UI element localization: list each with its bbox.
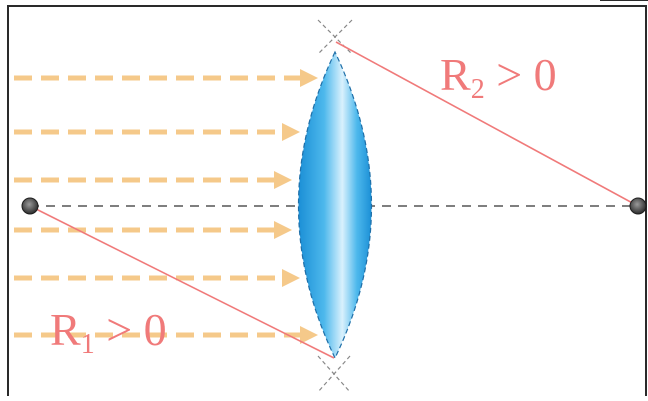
lens-top-cross-mark [317, 19, 353, 55]
radius-line-r1 [29, 205, 335, 359]
incident-ray [14, 269, 300, 287]
ray-arrowhead-icon [282, 269, 300, 287]
ray-arrowhead-icon [274, 221, 292, 239]
biconvex-lens [298, 50, 372, 360]
curvature-center-dot-left [21, 197, 39, 215]
incident-ray [14, 326, 318, 344]
incident-ray [14, 221, 292, 239]
curvature-center-dot-right [629, 197, 647, 215]
label-r1: R1 > 0 [50, 304, 167, 360]
ray-arrowhead-icon [282, 123, 300, 141]
incident-ray [14, 123, 300, 141]
ray-arrowhead-icon [274, 171, 292, 189]
radius-line-r2 [335, 41, 639, 207]
incident-rays [14, 69, 318, 344]
incident-ray [14, 69, 318, 87]
lens-bottom-cross-mark [317, 355, 351, 393]
ray-arrowhead-icon [300, 69, 318, 87]
label-r2: R2 > 0 [440, 49, 557, 105]
ray-arrowhead-icon [300, 326, 318, 344]
incident-ray [14, 171, 292, 189]
